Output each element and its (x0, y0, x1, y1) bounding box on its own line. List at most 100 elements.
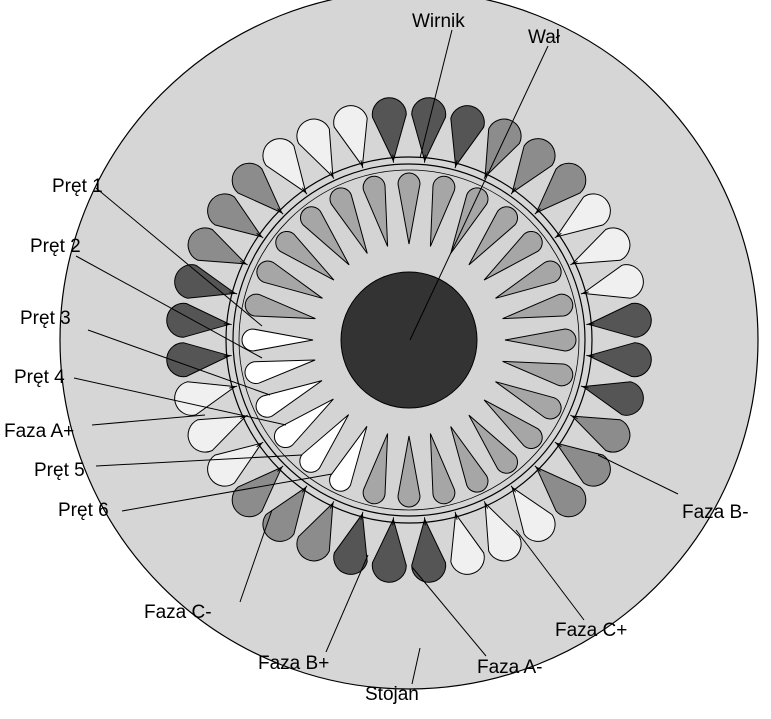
label-faza-c-minus: Faza C- (144, 602, 212, 623)
leader-line (409, 45, 549, 341)
stator-slot (166, 302, 232, 338)
stator-slot (231, 162, 283, 214)
slot-opening (277, 465, 284, 472)
stator-slot (511, 138, 556, 194)
rotor-bar (429, 433, 456, 505)
leader-line (411, 647, 421, 685)
slot-opening (586, 323, 595, 325)
leader-line (75, 255, 263, 359)
slot-opening (223, 323, 232, 325)
shaft (340, 271, 478, 409)
stator-slot (262, 138, 307, 194)
slot-opening (570, 414, 578, 420)
label-pret-4: Pręt 4 (14, 367, 65, 388)
slot-opening (301, 187, 308, 195)
rotor-bar (429, 175, 456, 247)
stator-slot (371, 517, 407, 583)
label-pret-3: Pręt 3 (20, 308, 71, 329)
slot-opening (554, 232, 562, 239)
rotor-bar (468, 414, 519, 474)
rotor-bar (502, 360, 574, 387)
rotor-bar (273, 398, 334, 449)
leader-lines (73, 29, 679, 685)
leader-line (325, 554, 369, 653)
slot-opening (554, 441, 562, 448)
label-stojan: Stojan (365, 684, 419, 705)
slot-opening (229, 291, 238, 295)
stator-slot (555, 193, 611, 238)
rotor-bar (504, 328, 577, 352)
leader-line (73, 377, 287, 426)
slot-opening (392, 517, 394, 526)
rotor-bar (329, 426, 368, 492)
stator-slot (581, 264, 644, 299)
rotor-bar (483, 399, 543, 450)
stator-slot (296, 118, 334, 179)
rotor-bar (483, 230, 543, 281)
rotor-bar (299, 414, 350, 473)
label-pret-1: Pręt 1 (52, 176, 103, 197)
slot-opening (301, 485, 308, 493)
stator-slot (484, 118, 522, 179)
stator-slot (511, 486, 556, 542)
leader-line (95, 454, 303, 467)
stator-slot (535, 162, 587, 214)
label-faza-b-plus: Faza B+ (258, 653, 329, 674)
rotor-bar (244, 293, 316, 320)
stator-slot (187, 227, 248, 265)
leader-line (87, 329, 271, 396)
rotor-bar (329, 187, 368, 254)
rotor-bar (450, 187, 489, 254)
stator-slot (586, 302, 652, 338)
slot-opening (256, 441, 264, 448)
rotor-bar (495, 381, 562, 420)
rotor-bar (256, 260, 323, 299)
label-pret-6: Pręt 6 (58, 500, 109, 521)
stator-slot (411, 517, 447, 583)
slot-opening (329, 501, 335, 509)
label-faza-b-minus: Faza B- (682, 502, 749, 523)
slot-opening (483, 501, 489, 509)
slot-opening (580, 385, 589, 389)
slot-opening (454, 511, 458, 520)
leader-line (121, 473, 333, 512)
slot-opening (229, 385, 238, 389)
stator-slot (333, 512, 368, 575)
slot-opening (360, 511, 364, 520)
slot-opening (360, 160, 364, 169)
stator-slot (555, 442, 611, 487)
stator-slot (231, 466, 283, 518)
label-pret-5: Pręt 5 (34, 460, 85, 481)
leader-line (411, 566, 487, 657)
label-wirnik: Wirnik (412, 11, 465, 32)
rotor-rim (238, 169, 580, 511)
slot-opening (586, 355, 595, 357)
slot-opening (392, 154, 394, 163)
stator-slot (484, 501, 522, 562)
label-faza-c-plus: Faza C+ (555, 620, 627, 641)
slot-opening (534, 465, 541, 472)
leader-line (419, 29, 453, 159)
label-pret-2: Pręt 2 (30, 236, 81, 257)
rotor-bar (362, 175, 389, 247)
stator-slot (207, 442, 263, 487)
stator-bore (225, 156, 593, 524)
stator-slot (296, 501, 334, 562)
slot-opening (329, 171, 335, 179)
rotor-bar (450, 426, 489, 493)
slot-opening (483, 171, 489, 179)
rotor-bar (397, 435, 421, 508)
stator-slot (187, 415, 248, 453)
stator-slot (535, 466, 587, 518)
stator-slot (174, 381, 237, 416)
slot-opening (277, 208, 284, 215)
slot-opening (570, 260, 578, 266)
stator-slot (586, 342, 652, 378)
slot-opening (454, 160, 458, 169)
label-faza-a-minus: Faza A- (477, 657, 542, 678)
slot-opening (424, 154, 426, 163)
rotor-bar (495, 260, 562, 299)
stator-slot (450, 105, 485, 168)
rotor-bar (362, 433, 389, 505)
